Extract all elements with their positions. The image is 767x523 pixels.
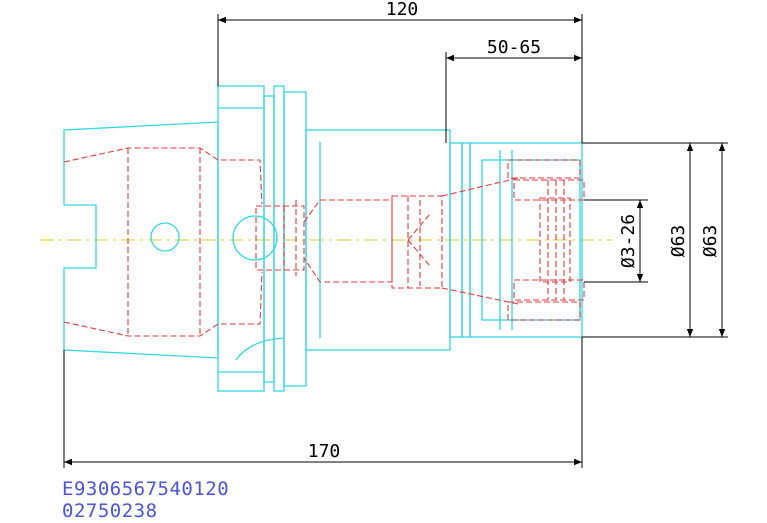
- hidden-features: [63, 147, 585, 337]
- dim-length-170: 170: [308, 441, 341, 462]
- dim-diameter-3-26: Ø3-26: [618, 214, 639, 268]
- dimension-lines: [63, 14, 728, 468]
- dim-length-120: 120: [386, 0, 419, 20]
- dim-diameter-63-outer: Ø63: [700, 225, 721, 258]
- part-code-line-1: E9306567540120: [62, 478, 229, 500]
- holder-outline: [63, 85, 583, 392]
- part-code-line-2: 02750238: [62, 500, 158, 522]
- dim-length-50-65: 50-65: [487, 37, 541, 58]
- dim-diameter-63-inner: Ø63: [668, 225, 689, 258]
